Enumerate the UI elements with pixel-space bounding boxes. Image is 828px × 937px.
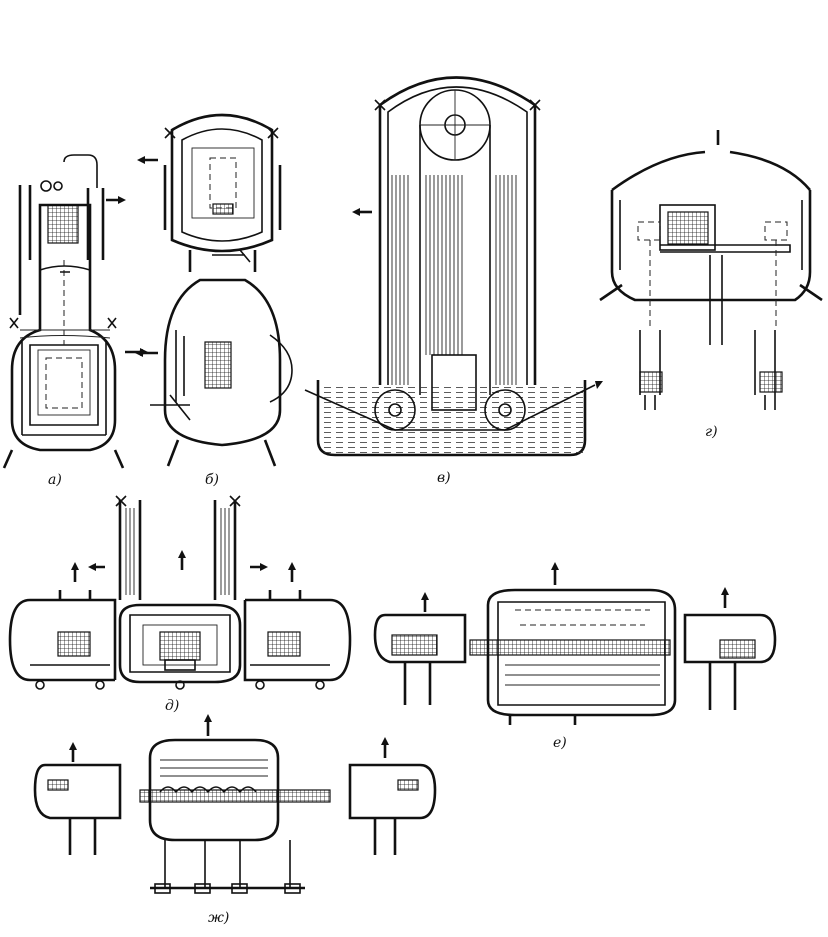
diagram-e: е)	[373, 562, 777, 751]
b-lower-charge	[204, 341, 232, 389]
diagram-a: а)	[2, 154, 148, 488]
diagram-v: в)	[304, 76, 603, 486]
a-upper-charge	[47, 204, 79, 244]
diagram-d: д)	[8, 495, 352, 714]
g-charge	[667, 211, 709, 245]
label-e: е)	[553, 735, 567, 751]
label-d: д)	[165, 698, 179, 714]
label-g: г)	[705, 424, 718, 440]
diagram-zh: ж)	[33, 714, 437, 926]
zh-belt-charge	[139, 789, 331, 803]
label-zh: ж)	[208, 910, 229, 926]
label-v: в)	[437, 470, 451, 486]
d-center-charge	[159, 631, 201, 661]
e-belt-charge	[469, 639, 671, 656]
label-a: а)	[48, 472, 62, 488]
diagram-b: б)	[135, 113, 293, 488]
label-b: б)	[205, 472, 219, 488]
diagram-g: г)	[599, 130, 823, 440]
